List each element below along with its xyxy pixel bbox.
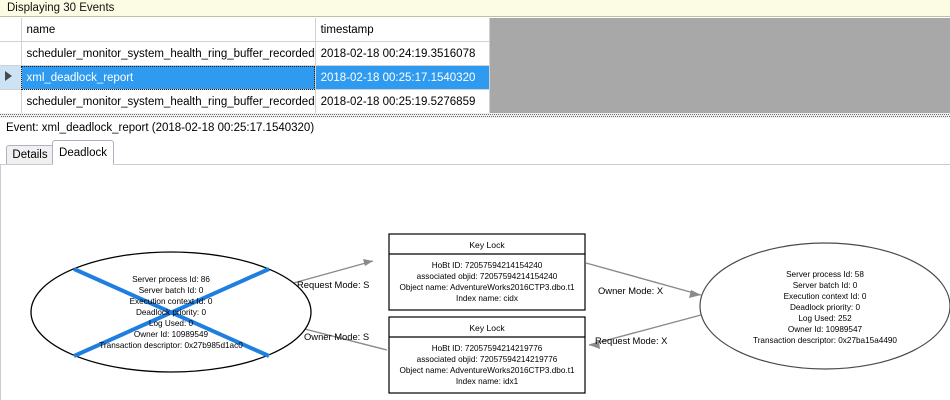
- column-header-selector: [0, 18, 22, 42]
- other-line-5: Owner Id: 10989547: [788, 325, 863, 334]
- victim-line-6: Transaction descriptor: 0x27b985d1ac0: [99, 341, 243, 350]
- events-count-label: Displaying 30 Events: [7, 2, 115, 14]
- cell-name[interactable]: scheduler_monitor_system_health_ring_buf…: [21, 41, 316, 66]
- table-row[interactable]: scheduler_monitor_system_health_ring_buf…: [0, 89, 490, 113]
- resource-1-line-2: Object name: AdventureWorks2016CTP3.dbo.…: [399, 366, 575, 375]
- row-selector-cell[interactable]: [0, 65, 22, 90]
- other-line-6: Transaction descriptor: 0x27ba15a4490: [753, 336, 897, 345]
- row-selector-cell[interactable]: [0, 41, 22, 66]
- edge-label-owner-mode-x: Owner Mode: X: [598, 285, 664, 296]
- resource-node-key-lock-cidx[interactable]: Key Lock HoBt ID: 72057594214154240 asso…: [388, 233, 586, 311]
- process-node-other[interactable]: Server process Id: 58 Server batch Id: 0…: [699, 242, 950, 370]
- victim-line-4: Log Used: 0: [149, 319, 194, 328]
- victim-cross-icon: [73, 267, 270, 358]
- table-header-row: name timestamp: [0, 18, 490, 42]
- resource-1-line-3: Index name: idx1: [456, 377, 519, 386]
- resource-1-title: Key Lock: [469, 323, 505, 333]
- row-selector-arrow-icon: [5, 71, 12, 81]
- resource-0-line-0: HoBt ID: 72057594214154240: [432, 261, 543, 270]
- edge-request-mode-s: [278, 259, 374, 288]
- column-header-name[interactable]: name: [21, 18, 316, 42]
- other-line-1: Server batch Id: 0: [793, 281, 858, 290]
- process-node-victim[interactable]: Server process Id: 86 Server batch Id: 0…: [30, 251, 312, 373]
- event-title-label: Event: xml_deadlock_report (2018-02-18 0…: [6, 121, 315, 134]
- victim-line-5: Owner Id: 10989549: [134, 330, 209, 339]
- edge-owner-mode-x: [585, 262, 702, 298]
- resource-1-line-0: HoBt ID: 72057594214219776: [432, 344, 543, 353]
- victim-line-1: Server batch Id: 0: [139, 286, 204, 295]
- cell-name[interactable]: xml_deadlock_report: [21, 65, 316, 90]
- resource-0-line-2: Object name: AdventureWorks2016CTP3.dbo.…: [399, 283, 575, 292]
- horizontal-splitter[interactable]: [0, 113, 950, 118]
- resource-node-key-lock-idx1[interactable]: Key Lock HoBt ID: 72057594214219776 asso…: [388, 316, 586, 394]
- column-header-timestamp[interactable]: timestamp: [315, 18, 490, 42]
- tab-deadlock-label: Deadlock: [59, 146, 107, 159]
- cell-timestamp[interactable]: 2018-02-18 00:25:19.5276859: [315, 89, 490, 113]
- edge-request-mode-x: [588, 314, 702, 349]
- edge-label-request-mode-x: Request Mode: X: [595, 335, 668, 346]
- events-count-banner: Displaying 30 Events: [0, 0, 950, 17]
- edge-label-request-mode-s: Request Mode: S: [297, 279, 369, 290]
- table-row[interactable]: xml_deadlock_report 2018-02-18 00:25:17.…: [0, 65, 490, 90]
- resource-0-line-3: Index name: cidx: [456, 294, 518, 303]
- table-row[interactable]: scheduler_monitor_system_health_ring_buf…: [0, 41, 490, 66]
- event-detail-title: Event: xml_deadlock_report (2018-02-18 0…: [0, 118, 950, 137]
- events-grid[interactable]: name timestamp scheduler_monitor_system_…: [0, 18, 950, 113]
- resource-1-line-1: associated objid: 72057594214219776: [417, 355, 558, 364]
- other-line-2: Execution context Id: 0: [784, 292, 867, 301]
- resource-0-title: Key Lock: [469, 240, 505, 250]
- resource-0-line-1: associated objid: 72057594214154240: [417, 272, 558, 281]
- other-line-0: Server process Id: 58: [786, 270, 864, 279]
- edge-label-owner-mode-s: Owner Mode: S: [304, 331, 369, 342]
- victim-line-2: Execution context Id: 0: [130, 297, 213, 306]
- victim-line-3: Deadlock priority: 0: [136, 308, 207, 317]
- other-line-4: Log Used: 252: [798, 314, 852, 323]
- row-selector-cell[interactable]: [0, 89, 22, 113]
- cell-timestamp[interactable]: 2018-02-18 00:24:19.3516078: [315, 41, 490, 66]
- deadlock-graph-canvas[interactable]: Request Mode: S Owner Mode: S Owner Mode…: [0, 164, 950, 400]
- tab-deadlock[interactable]: Deadlock: [52, 140, 114, 165]
- other-line-3: Deadlock priority: 0: [790, 303, 861, 312]
- victim-line-0: Server process Id: 86: [132, 275, 210, 284]
- cell-name[interactable]: scheduler_monitor_system_health_ring_buf…: [21, 89, 316, 113]
- cell-timestamp[interactable]: 2018-02-18 00:25:17.1540320: [315, 65, 490, 90]
- tab-details-label: Details: [12, 149, 48, 161]
- detail-tabstrip: Details Deadlock: [0, 139, 950, 165]
- events-table: name timestamp scheduler_monitor_system_…: [0, 18, 490, 113]
- tab-details[interactable]: Details: [6, 145, 54, 164]
